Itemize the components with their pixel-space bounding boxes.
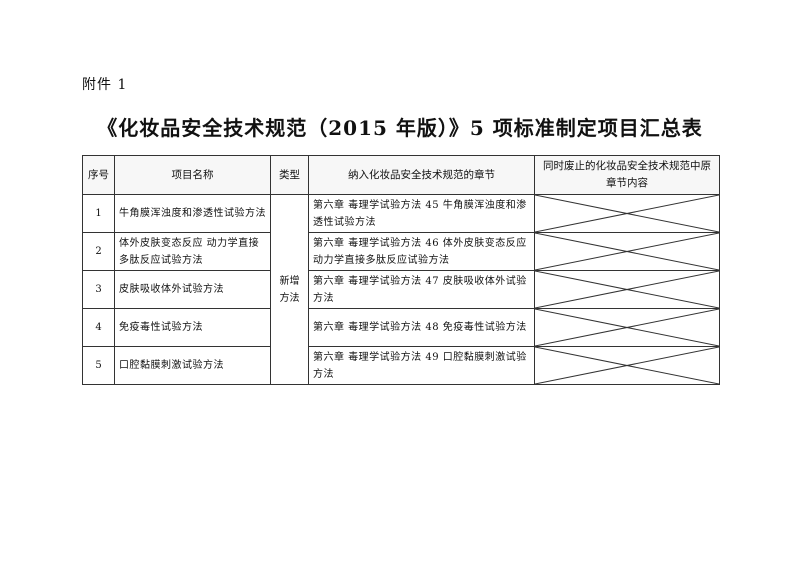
row-project-name: 口腔黏膜刺激试验方法 — [114, 346, 271, 385]
row-project-name: 体外皮肤变态反应 动力学直接多肽反应试验方法 — [114, 232, 271, 271]
table-row: 1 牛角膜浑浊度和渗透性试验方法 新增方法 第六章 毒理学试验方法 45 牛角膜… — [82, 194, 720, 385]
row-chapter: 第六章 毒理学试验方法 46 体外皮肤变态反应 动力学直接多肽反应试验方法 — [308, 232, 535, 271]
row-abolished-crossed-out — [534, 232, 720, 271]
table-row: 4 免疫毒性试验方法 第六章 毒理学试验方法 48 免疫毒性试验方法 — [82, 308, 720, 347]
cross-mark-icon — [535, 271, 719, 308]
table-row: 5 口腔黏膜刺激试验方法 第六章 毒理学试验方法 49 口腔黏膜刺激试验方法 — [82, 346, 720, 385]
row-type: 新增方法 — [270, 194, 309, 385]
header-type: 类型 — [270, 155, 309, 195]
cross-mark-icon — [535, 347, 719, 384]
table-header-row: 序号 项目名称 类型 纳入化妆品安全技术规范的章节 同时废止的化妆品安全技术规范… — [82, 155, 720, 195]
row-seq: 4 — [82, 308, 115, 347]
row-abolished-crossed-out — [534, 346, 720, 385]
row-project-name: 免疫毒性试验方法 — [114, 308, 271, 347]
header-chapter: 纳入化妆品安全技术规范的章节 — [308, 155, 535, 195]
row-seq: 3 — [82, 270, 115, 309]
row-chapter: 第六章 毒理学试验方法 48 免疫毒性试验方法 — [308, 308, 535, 347]
row-seq: 1 — [82, 194, 115, 233]
cross-mark-icon — [535, 233, 719, 270]
cross-mark-icon — [535, 195, 719, 232]
row-chapter: 第六章 毒理学试验方法 47 皮肤吸收体外试验方法 — [308, 270, 535, 309]
row-abolished-crossed-out — [534, 270, 720, 309]
header-abolished: 同时废止的化妆品安全技术规范中原章节内容 — [534, 155, 720, 195]
table-row: 2 体外皮肤变态反应 动力学直接多肽反应试验方法 第六章 毒理学试验方法 46 … — [82, 232, 720, 271]
row-seq: 5 — [82, 346, 115, 385]
header-name: 项目名称 — [114, 155, 271, 195]
summary-table: 序号 项目名称 类型 纳入化妆品安全技术规范的章节 同时废止的化妆品安全技术规范… — [82, 155, 720, 385]
attachment-label: 附件 1 — [82, 77, 128, 93]
row-seq: 2 — [82, 232, 115, 271]
row-project-name: 牛角膜浑浊度和渗透性试验方法 — [114, 194, 271, 233]
document-title: 《化妆品安全技术规范（2015 年版）》5 项标准制定项目汇总表 — [97, 116, 703, 140]
row-abolished-crossed-out — [534, 194, 720, 233]
row-project-name: 皮肤吸收体外试验方法 — [114, 270, 271, 309]
row-chapter: 第六章 毒理学试验方法 49 口腔黏膜刺激试验方法 — [308, 346, 535, 385]
cross-mark-icon — [535, 309, 719, 346]
header-seq: 序号 — [82, 155, 115, 195]
row-abolished-crossed-out — [534, 308, 720, 347]
row-chapter: 第六章 毒理学试验方法 45 牛角膜浑浊度和渗透性试验方法 — [308, 194, 535, 233]
table-row: 3 皮肤吸收体外试验方法 第六章 毒理学试验方法 47 皮肤吸收体外试验方法 — [82, 270, 720, 309]
